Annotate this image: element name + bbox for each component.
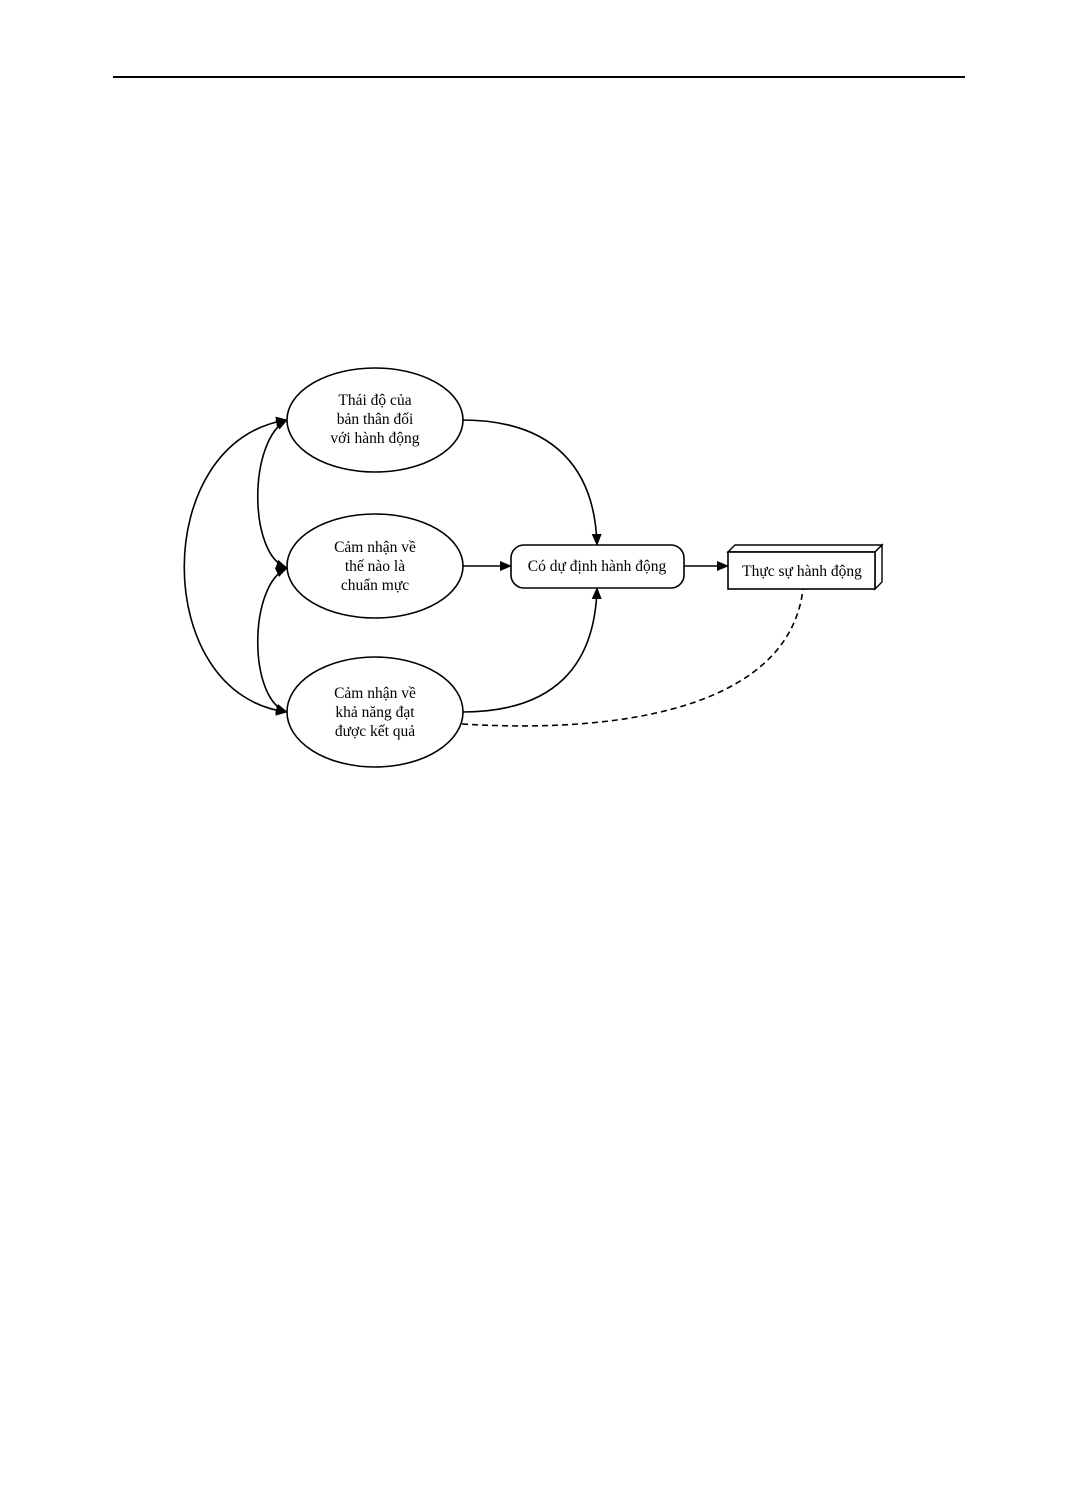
node-behavior: Thực sự hành động	[728, 545, 882, 589]
node-intention-label: Có dự định hành động	[528, 558, 667, 575]
node-behavior-label: Thực sự hành động	[742, 563, 862, 580]
node-attitude-line-2: bản thân đối	[337, 411, 414, 428]
node-attitude-line-1: Thái độ của	[338, 392, 411, 409]
node-intention: Có dự định hành động	[511, 545, 684, 588]
edge-attitude-control	[184, 420, 287, 712]
edge-norms-control	[258, 568, 287, 712]
node-attitude-line-3: với hành động	[330, 430, 419, 447]
node-control-line-3: được kết quả	[335, 723, 415, 740]
edge-attitude-norms	[258, 420, 287, 568]
node-norms-line-1: Cảm nhận về	[334, 539, 416, 556]
node-control: Cảm nhận về khả năng đạt được kết quả	[287, 657, 463, 767]
node-norms-line-2: thế nào là	[345, 558, 405, 575]
node-control-line-2: khả năng đạt	[335, 704, 415, 721]
edge-control-intention	[462, 588, 597, 712]
edge-attitude-intention	[462, 420, 597, 545]
node-norms: Cảm nhận về thế nào là chuẩn mực	[287, 514, 463, 618]
node-norms-line-3: chuẩn mực	[341, 577, 409, 594]
node-attitude: Thái độ của bản thân đối với hành động	[287, 368, 463, 472]
node-control-line-1: Cảm nhận về	[334, 685, 416, 702]
